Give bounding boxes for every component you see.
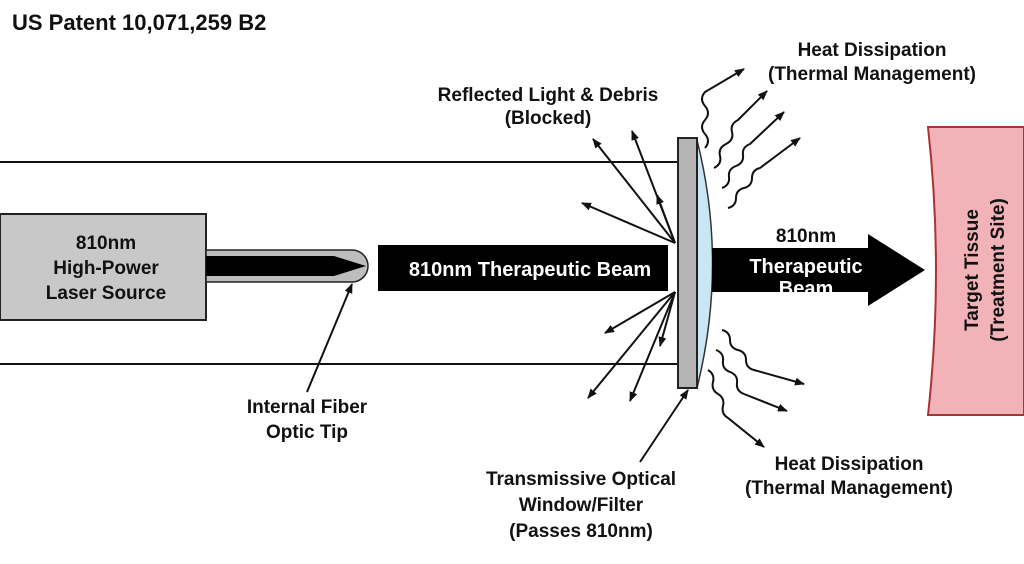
target-label-line2: (Treatment Site) (988, 198, 1009, 342)
reflected-arrow-5 (604, 291, 676, 334)
fiber-tip-pointer (306, 283, 353, 393)
heat-arrows-bottom (707, 329, 805, 448)
heat-wave-top-2 (713, 90, 768, 169)
window-lens (696, 139, 714, 389)
reflected-arrow-3 (581, 202, 676, 244)
beam-in-shape (378, 245, 668, 291)
target-label-line1: Target Tissue (962, 209, 983, 331)
window-label-line2: Window/Filter (519, 495, 644, 516)
heat-bottom-line1: Heat Dissipation (775, 454, 924, 475)
beam-out-line1: 810nm (776, 226, 836, 247)
fiber-optic (205, 249, 369, 283)
laser-source-line3: Laser Source (46, 283, 166, 304)
heat-wave-top-3 (721, 111, 785, 189)
window-pointer (639, 389, 689, 463)
beam-in-label: 810nm Therapeutic Beam (409, 259, 651, 281)
reflected-label-line2: (Blocked) (505, 108, 592, 129)
heat-top-line2: (Thermal Management) (768, 64, 976, 85)
heat-top-line1: Heat Dissipation (798, 40, 947, 61)
heat-wave-top-4 (727, 137, 801, 209)
tissue-shape (926, 126, 1024, 416)
therapeutic-beam-out: 810nm Therapeutic Beam (712, 226, 925, 306)
patent-title: US Patent 10,071,259 B2 (12, 10, 266, 35)
heat-wave-bottom-2 (715, 349, 788, 412)
reflected-arrow-6 (587, 291, 676, 399)
fiber-tip-label-line2: Optic Tip (266, 422, 348, 443)
window-label-line3: (Passes 810nm) (509, 521, 653, 542)
heat-wave-bottom-3 (707, 369, 765, 448)
window-label-line1: Transmissive Optical (486, 469, 676, 490)
laser-source-line1: 810nm (76, 233, 136, 254)
beam-out-line3: Beam (779, 278, 833, 300)
reflected-arrows (581, 130, 676, 402)
heat-arrows-top (701, 68, 801, 209)
fiber-core-arrow (206, 256, 366, 276)
reflected-arrow-4 (656, 194, 676, 244)
reflected-arrow-1 (592, 138, 676, 244)
reflected-label-line1: Reflected Light & Debris (438, 85, 659, 106)
laser-source-box: 810nm High-Power Laser Source (0, 213, 207, 321)
heat-bottom-line2: (Thermal Management) (745, 478, 953, 499)
beam-out-line2: Therapeutic (749, 256, 862, 278)
therapeutic-beam-in: 810nm Therapeutic Beam (378, 245, 668, 291)
window-frame (677, 137, 698, 389)
target-tissue: Target Tissue (Treatment Site) (926, 126, 1024, 416)
optical-window (677, 137, 714, 389)
fiber-tip-label-line1: Internal Fiber (247, 397, 368, 418)
heat-wave-bottom-1 (721, 329, 805, 386)
reflected-arrow-7 (629, 291, 676, 402)
reflected-arrow-8 (658, 291, 676, 347)
laser-source-line2: High-Power (53, 258, 159, 279)
beam-out-shape (712, 234, 925, 306)
heat-wave-top-1 (701, 68, 745, 149)
